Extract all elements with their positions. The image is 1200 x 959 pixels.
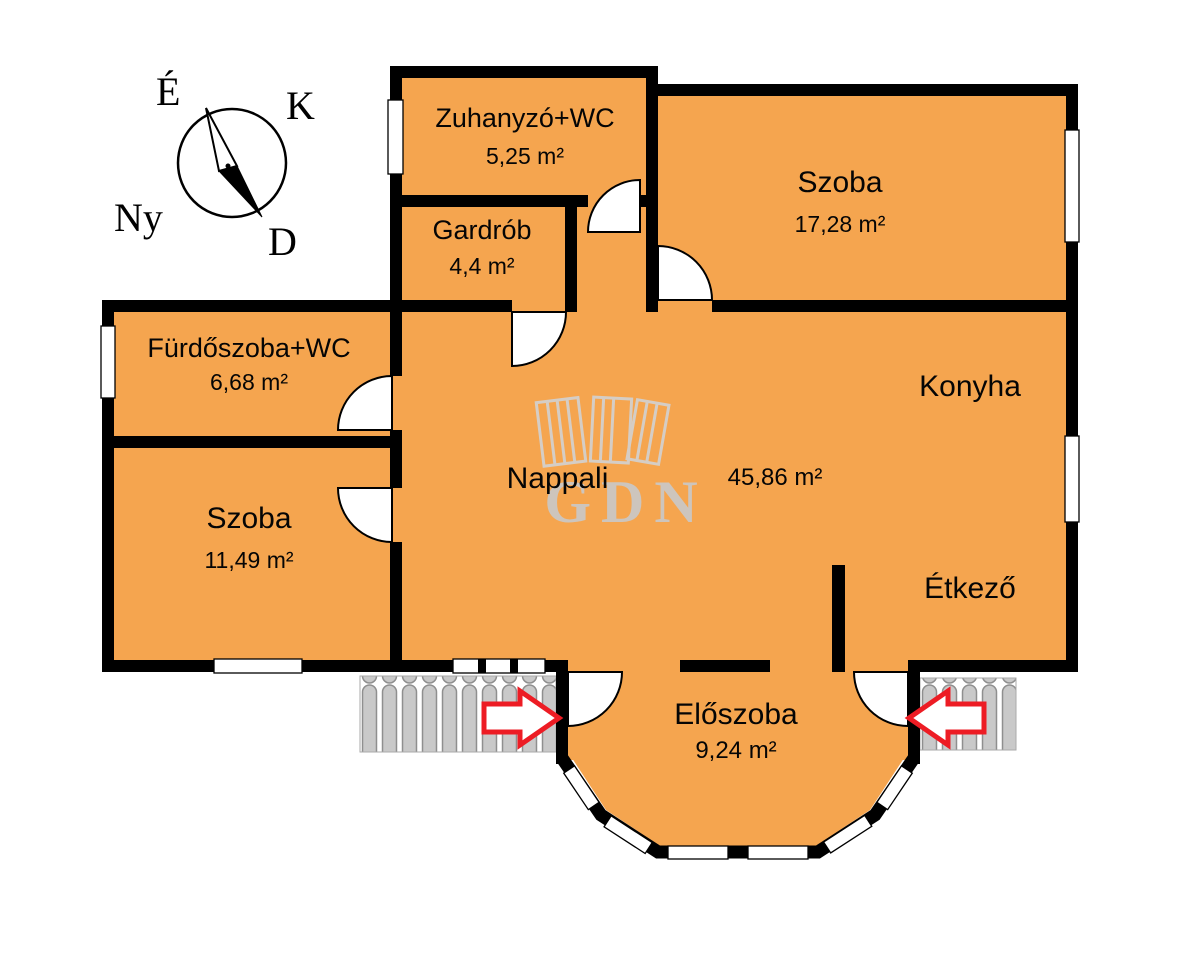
compass-west-label: Ny bbox=[114, 195, 163, 240]
window-dividers bbox=[478, 659, 518, 673]
room-label-furdoszoba: Fürdőszoba+WC bbox=[147, 333, 351, 363]
entrance-arrows bbox=[481, 686, 987, 750]
room-area-nappali: 45,86 m² bbox=[727, 464, 823, 491]
room-label-eloszoba: Előszoba bbox=[674, 698, 798, 731]
door-arc-eloszoba-r bbox=[852, 671, 909, 728]
compass-east-label: K bbox=[286, 83, 315, 128]
watermark-text: GDN bbox=[544, 469, 708, 535]
room-area-furdoszoba: 6,68 m² bbox=[210, 369, 288, 395]
compass-icon bbox=[176, 107, 288, 219]
entrance-arrow-left-icon bbox=[904, 686, 987, 750]
room-label-konyha: Konyha bbox=[919, 370, 1021, 403]
door-arc-szoba-top bbox=[657, 244, 714, 301]
door-arc-eloszoba-l bbox=[567, 671, 624, 728]
doors bbox=[336, 178, 909, 728]
door-arc-szoba-left bbox=[336, 487, 393, 544]
compass-north-label: É bbox=[156, 69, 181, 114]
room-area-szoba-top: 17,28 m² bbox=[794, 211, 886, 237]
room-area-zuhanyzo: 5,25 m² bbox=[486, 143, 564, 169]
door-arc-gardrob bbox=[511, 311, 568, 368]
room-label-zuhanyzo: Zuhanyzó+WC bbox=[435, 103, 615, 133]
door-arc-zuhanyzo bbox=[586, 178, 641, 233]
room-area-eloszoba: 9,24 m² bbox=[695, 737, 777, 764]
door-arc-furdoszoba bbox=[336, 374, 393, 431]
entrance-arrow-right-icon bbox=[481, 686, 564, 750]
room-label-etkezo: Étkező bbox=[924, 572, 1016, 605]
room-label-szoba-left: Szoba bbox=[206, 502, 292, 535]
compass-south-label: D bbox=[268, 219, 297, 264]
windows bbox=[100, 99, 1080, 860]
room-area-szoba-left: 11,49 m² bbox=[204, 547, 294, 573]
room-label-nappali: Nappali bbox=[506, 462, 609, 495]
room-label-gardrob: Gardrób bbox=[432, 215, 532, 245]
room-fills bbox=[108, 72, 1072, 846]
watermark-logo-icon bbox=[534, 395, 671, 468]
room-area-gardrob: 4,4 m² bbox=[449, 253, 515, 279]
room-label-szoba-top: Szoba bbox=[797, 166, 883, 199]
